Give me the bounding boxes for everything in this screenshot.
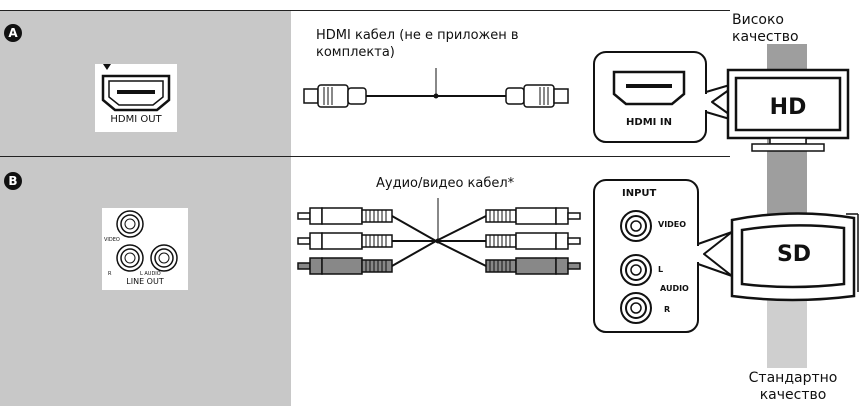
line-out-audio-label: L AUDIO	[140, 271, 161, 277]
hdmi-out-label: HDMI OUT	[110, 114, 162, 125]
av-cable-label: Аудио/видео кабел*	[376, 176, 515, 191]
hdmi-out-box: HDMI OUT	[95, 64, 177, 132]
line-out-jacks-icon	[116, 210, 178, 272]
hdmi-plug-right	[505, 84, 569, 108]
hdmi-cable-label: HDMI кабел (не е приложен в комплекта)	[316, 28, 519, 60]
sd-tv-text: SD	[776, 242, 812, 267]
hd-quality-label: Високо качество	[732, 12, 799, 45]
tv-stand-strip-lower	[767, 300, 807, 368]
line-out-video-label: VIDEO	[104, 237, 120, 243]
tv-input-box	[593, 179, 733, 333]
top-rule	[0, 10, 730, 11]
rca-plugs-left	[297, 207, 393, 275]
section-a-badge: A	[4, 24, 22, 42]
section-b-badge: B	[4, 172, 22, 190]
av-cable	[297, 198, 581, 275]
line-out-r-label: R	[108, 271, 112, 277]
hd-tv-text: HD	[769, 95, 807, 120]
hdmi-plug-left	[303, 84, 367, 108]
hdmi-cable	[303, 68, 569, 108]
tv-l-label: L	[658, 265, 664, 274]
sd-quality-label: Стандартно качество	[748, 370, 838, 403]
sd-tv	[730, 212, 859, 302]
hdmi-in-label: HDMI IN	[626, 117, 672, 128]
tv-audio-label: AUDIO	[660, 284, 689, 293]
tv-video-label: VIDEO	[658, 220, 687, 229]
hdmi-in-box	[593, 51, 741, 143]
hdmi-out-port-icon	[101, 64, 171, 112]
hd-tv	[726, 68, 850, 152]
tv-jacks-icon	[620, 210, 652, 324]
line-out-label: LINE OUT	[126, 277, 164, 286]
tv-input-label: INPUT	[622, 188, 657, 199]
tv-r-label: R	[664, 305, 671, 314]
line-out-box: VIDEO R L AUDIO LINE OUT	[102, 208, 188, 290]
section-divider	[0, 156, 730, 157]
rca-plugs-right	[485, 207, 581, 275]
